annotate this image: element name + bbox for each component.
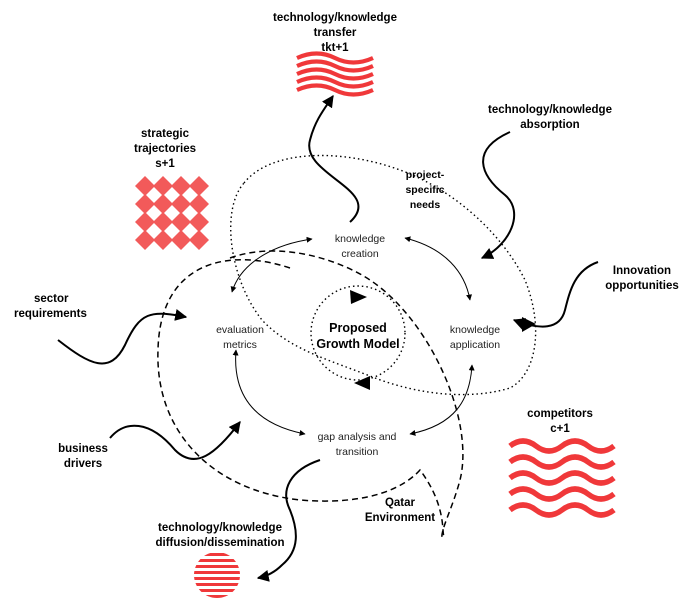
diamond-tile [171, 212, 191, 232]
arrow-creation-to-transfer [308, 95, 360, 223]
diamond-tile [171, 176, 191, 196]
arrow-evaluation-to-gap [232, 349, 306, 436]
arrow-sector [57, 309, 188, 365]
diamond-tile [153, 194, 173, 214]
diamond-tile [135, 176, 155, 196]
dotted-orbit [230, 154, 537, 396]
diamond-tile [153, 230, 173, 250]
dashed-loop [157, 258, 446, 537]
arrow-gap-to-application [409, 364, 475, 436]
diamond-tile [171, 230, 191, 250]
red-wave-flag-icon [296, 51, 374, 97]
red-striped-circle-icon [194, 553, 240, 598]
arrow-business [109, 421, 241, 461]
red-wavy-stripes-icon [508, 438, 616, 518]
arrow-creation-to-evaluation [230, 236, 313, 293]
diamond-tile [189, 212, 209, 232]
center-arrow-bottom [354, 376, 370, 390]
diamond-tile [171, 194, 191, 214]
arrow-creation-to-application [404, 236, 473, 301]
diamond-tile [189, 176, 209, 196]
diamond-tile [135, 194, 155, 214]
center-dotted-circle [310, 285, 406, 381]
diamond-tile [135, 212, 155, 232]
diamond-tile [189, 194, 209, 214]
arrow-gap-to-diffusion [256, 459, 321, 582]
dashed-loop-top [229, 250, 464, 541]
arrow-absorption [480, 131, 516, 259]
diamond-tile [153, 176, 173, 196]
diamond-tile [135, 230, 155, 250]
diamond-tile [153, 212, 173, 232]
center-arrow-top [350, 290, 367, 304]
red-diamond-grid-icon [135, 176, 209, 250]
arrow-innovation [512, 261, 599, 330]
diamond-tile [189, 230, 209, 250]
